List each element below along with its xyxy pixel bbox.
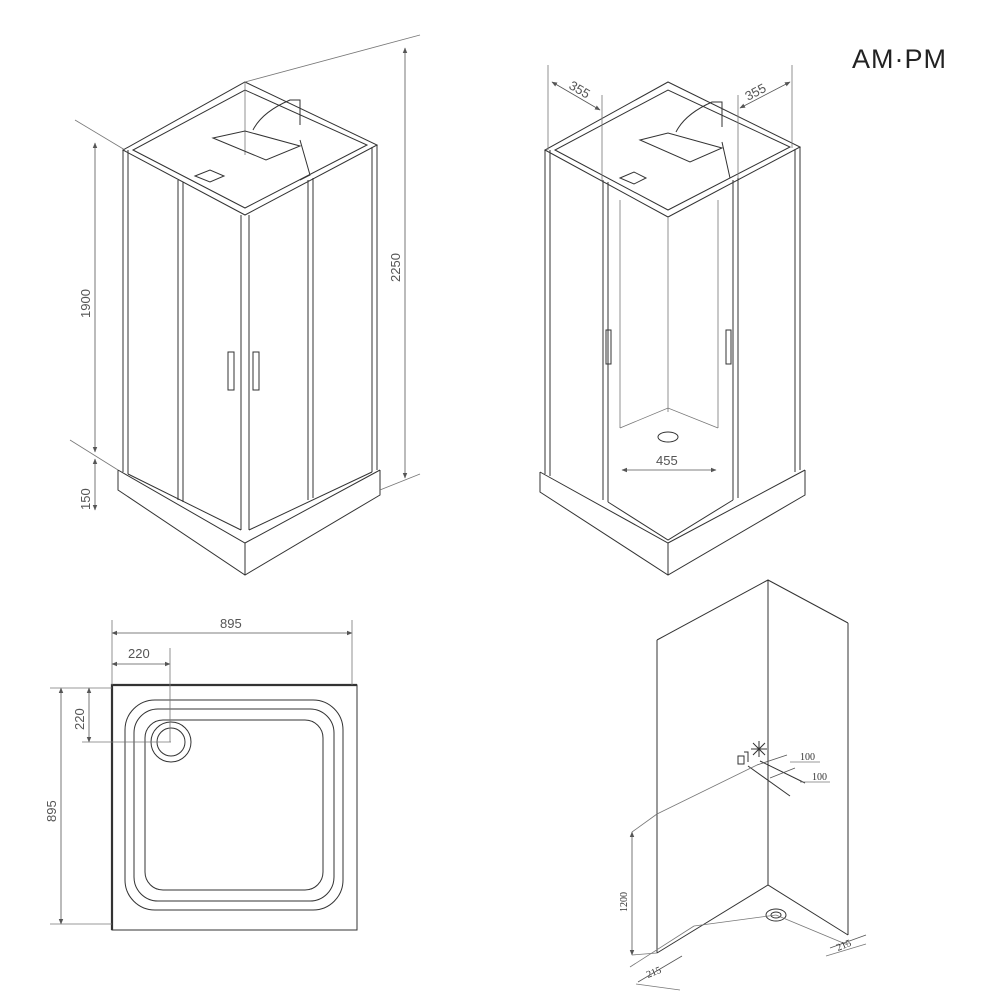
dim-895-depth: 895 [44,800,59,822]
dim-355-right: 355 [742,80,768,103]
dim-220-y: 220 [72,708,87,730]
dim-150: 150 [78,488,93,510]
plan-dimensions: 895 220 895 220 [44,616,353,925]
faucet-icon [737,751,749,765]
front-dimensions: 1900 150 2250 [69,34,421,511]
snowflake-icon [751,741,767,757]
front-iso-view [117,81,381,576]
dim-1200: 1200 [619,892,630,912]
dim-1900: 1900 [78,289,93,318]
dim-100-a: 100 [800,752,815,763]
brand-logo: AM·PM [852,44,947,74]
installation-dimensions: 100 100 1200 215 215 [619,752,867,991]
dim-215-left: 215 [645,965,663,981]
back-iso-view [539,81,806,576]
dim-100-b: 100 [812,772,827,783]
dim-220-x: 220 [128,646,150,661]
installation-view [656,579,849,954]
dim-455: 455 [656,453,678,468]
dim-895-width: 895 [220,616,242,631]
dim-355-left: 355 [567,78,593,102]
dim-2250: 2250 [388,253,403,282]
back-dimensions: 355 355 455 [547,65,793,473]
tray-plan-view [110,683,358,931]
dim-215-right: 215 [835,938,853,954]
